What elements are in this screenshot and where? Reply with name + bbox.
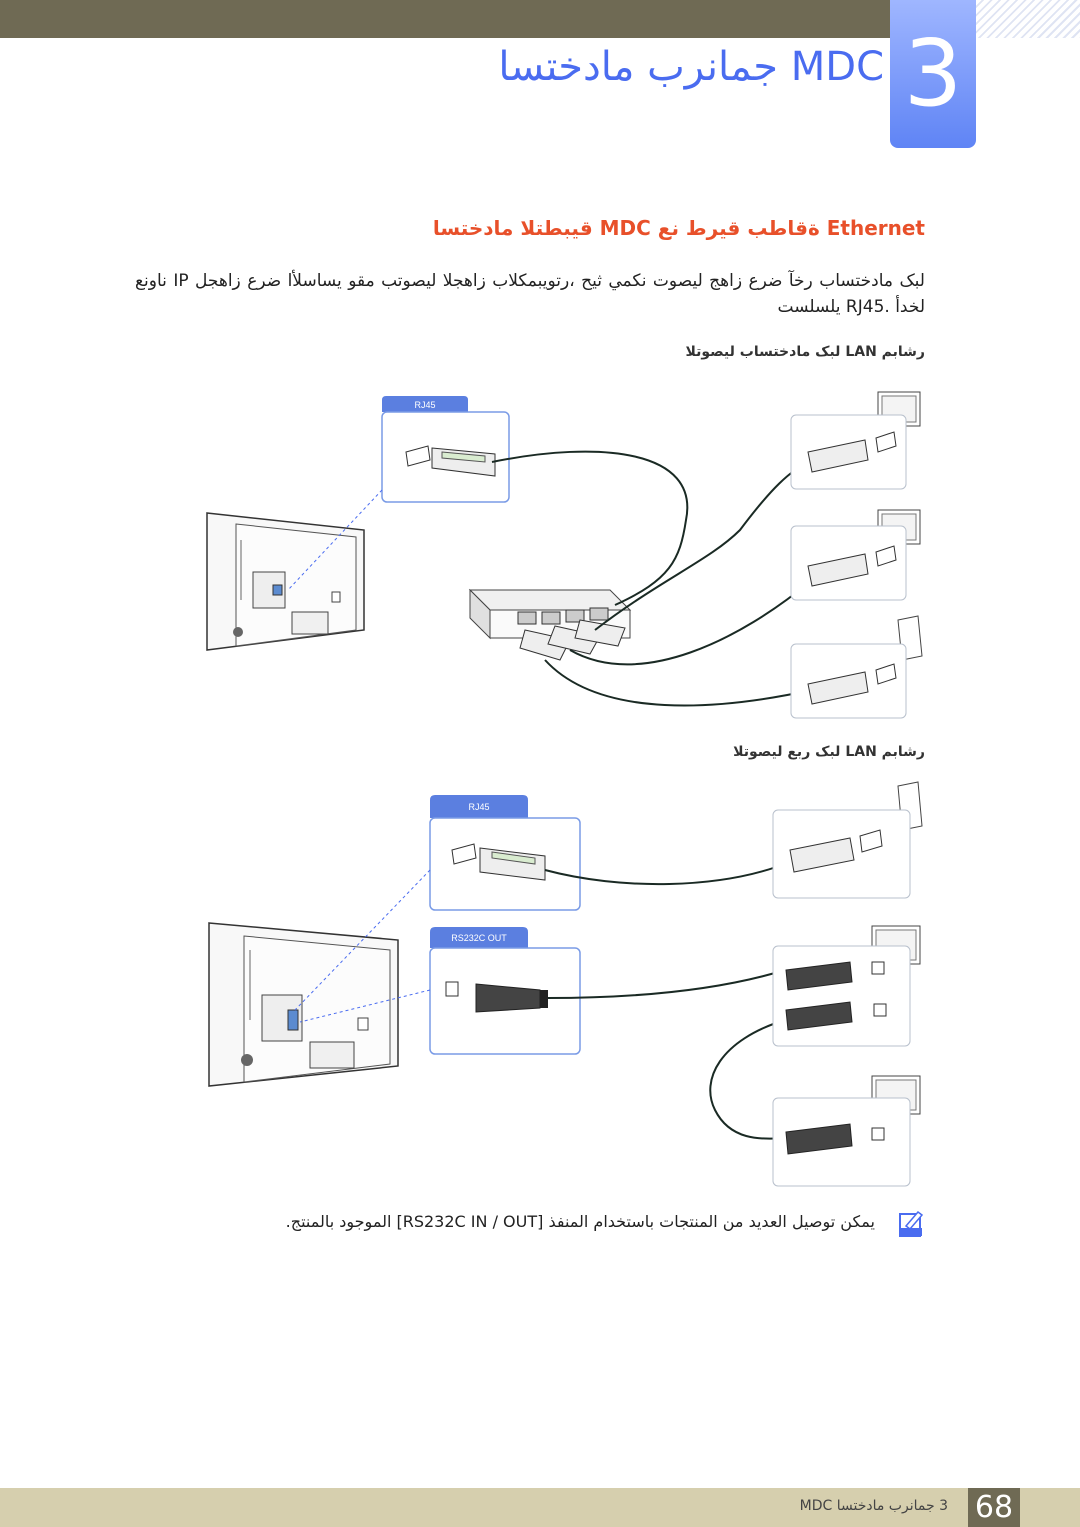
rs232c-tag-label: RS232C OUT [451, 933, 507, 943]
note-pencil-icon [899, 1210, 924, 1237]
diagram2: RJ45 RS232C OUT [208, 781, 923, 1187]
chapter-title: MDC جمانرب مادختسا [498, 44, 884, 90]
diagram1: RJ45 [206, 391, 923, 719]
chapter-number-badge: 3 [890, 0, 976, 148]
rj45-callout-1: RJ45 [381, 396, 510, 503]
tv-back-1 [206, 512, 365, 651]
computer-1 [790, 615, 923, 719]
section-title: Ethernet ةقاطب قيرط نع MDC قيبطتلا مادخت… [432, 216, 925, 240]
note-text: يمكن توصيل العديد من المنتجات باستخدام ا… [285, 1212, 875, 1231]
header-hatch [976, 0, 1080, 38]
monitor-3 [772, 925, 921, 1047]
rj45-tag-label-2: RJ45 [468, 802, 489, 812]
monitor-2 [790, 509, 921, 601]
monitor-1 [790, 391, 921, 490]
monitor-4 [772, 1075, 921, 1187]
rj45-tag-label-1: RJ45 [414, 400, 435, 410]
rs232c-callout: RS232C OUT [429, 927, 581, 1055]
diagram2-caption: رشابم LAN لبک ربع ليصوتلا [733, 744, 925, 760]
footer-title: 3 جمانرب مادختسا MDC [799, 1498, 948, 1514]
rj45-callout-2: RJ45 [429, 795, 581, 911]
tv-back-2 [208, 922, 399, 1087]
section-paragraph: لبک مادختساب رخآ ضرع زاهج ليصوت نکمي ثيح… [135, 271, 925, 317]
diagram1-caption: رشابم LAN لبک مادختساب ليصوتلا [685, 344, 925, 360]
network-hub [468, 588, 632, 661]
computer-2 [772, 781, 923, 899]
footer-bar [0, 1488, 1080, 1527]
header-bar [0, 0, 890, 38]
page-number: 68 [968, 1488, 1020, 1527]
